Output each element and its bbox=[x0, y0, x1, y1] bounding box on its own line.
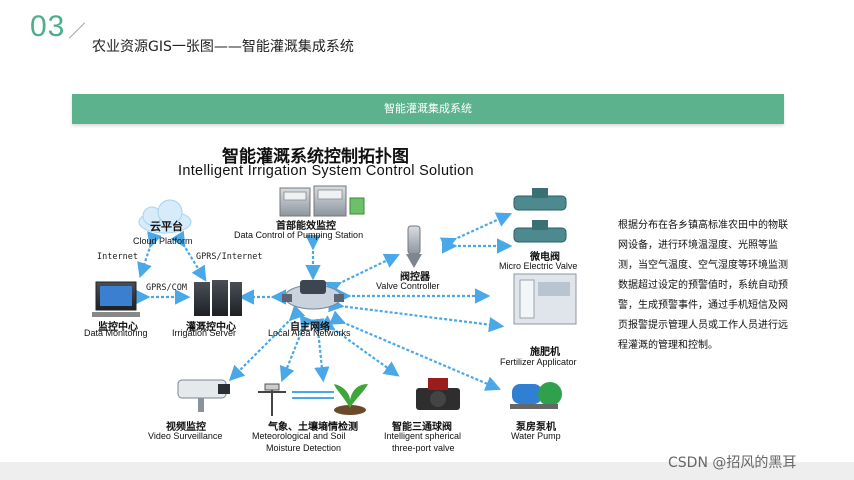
node-ball-valve-en-2: three-port valve bbox=[392, 443, 455, 453]
ball-valve-icon bbox=[416, 378, 460, 410]
node-fertilizer-en: Fertilizer Applicator bbox=[500, 357, 577, 367]
fertilizer-applicator-icon bbox=[513, 273, 577, 325]
node-cloud-cn: 云平台 bbox=[150, 220, 183, 233]
node-micro-valve-en: Micro Electric Valve bbox=[499, 261, 578, 271]
node-monitoring-en: Data Monitoring bbox=[84, 328, 148, 338]
node-micro-valve-cn: 微电阀 bbox=[530, 252, 560, 263]
node-meteo-en-2: Moisture Detection bbox=[266, 443, 342, 453]
node-monitoring-cn: 监控中心 bbox=[98, 322, 138, 333]
plant-soil-icon bbox=[334, 384, 368, 415]
topology-title-cn: 智能灌溉系统控制拓扑图 bbox=[222, 147, 409, 167]
node-lan-en: Local Area Networks bbox=[268, 328, 351, 338]
topology-title-en: Intelligent Irrigation System Control So… bbox=[178, 163, 474, 179]
valve-controller-icon bbox=[406, 225, 422, 268]
connection-lines bbox=[135, 212, 513, 391]
node-pump-cn: 泵房泵机 bbox=[516, 422, 556, 433]
network-hub-icon bbox=[282, 280, 344, 310]
node-meteo-en-1: Meteorological and Soil bbox=[252, 431, 346, 441]
link-label-gprs-internet: GPRS/Internet bbox=[196, 252, 263, 262]
node-meteo-cn: 气象、土壤墒情检测 bbox=[268, 422, 358, 433]
node-irrigation-server-en: Irrigation Server bbox=[172, 328, 237, 338]
description-text: 根据分布在各乡镇高标准农田中的物联网设备，进行环境温湿度、光照等监测，当空气温度… bbox=[618, 220, 788, 351]
node-lan-cn: 自主网络 bbox=[290, 322, 330, 333]
cloud-icon bbox=[138, 199, 192, 234]
node-pump-en: Water Pump bbox=[511, 431, 561, 441]
node-pumping-cn: 首部能效监控 bbox=[276, 221, 336, 232]
node-ball-valve-en-1: Intelligent spherical bbox=[384, 431, 462, 441]
link-label-gprs-com: GPRS/COM bbox=[146, 283, 187, 293]
link-label-internet: Internet bbox=[97, 252, 138, 262]
node-video-en: Video Surveillance bbox=[148, 431, 223, 441]
node-video-cn: 视频监控 bbox=[166, 422, 206, 433]
node-fertilizer-cn: 施肥机 bbox=[530, 347, 560, 358]
node-irrigation-server-cn: 灌溉控中心 bbox=[186, 322, 236, 333]
slide-number: 03 bbox=[30, 10, 66, 43]
footer-bar bbox=[0, 462, 854, 480]
water-pump-icon bbox=[510, 382, 562, 409]
irrigation-server-icon bbox=[194, 280, 242, 316]
surveillance-camera-icon bbox=[177, 379, 230, 412]
pumping-station-cabinet-icon bbox=[279, 185, 365, 217]
monitoring-computer-icon bbox=[92, 281, 140, 317]
weather-station-icon bbox=[258, 383, 334, 416]
slide-title: 农业资源GIS一张图——智能灌溉集成系统 bbox=[92, 39, 354, 55]
micro-electric-valve-icon bbox=[513, 188, 567, 243]
node-cloud-en: Cloud Platform bbox=[133, 236, 193, 246]
watermark: CSDN @招风的黑耳 bbox=[668, 455, 797, 471]
node-pumping-en: Data Control of Pumping Station bbox=[234, 230, 364, 240]
node-valve-controller-cn: 阀控器 bbox=[400, 272, 430, 283]
node-ball-valve-cn: 智能三通球阀 bbox=[392, 422, 452, 433]
node-valve-controller-en: Valve Controller bbox=[376, 281, 440, 291]
section-banner: 智能灌溉集成系统 bbox=[72, 94, 784, 124]
